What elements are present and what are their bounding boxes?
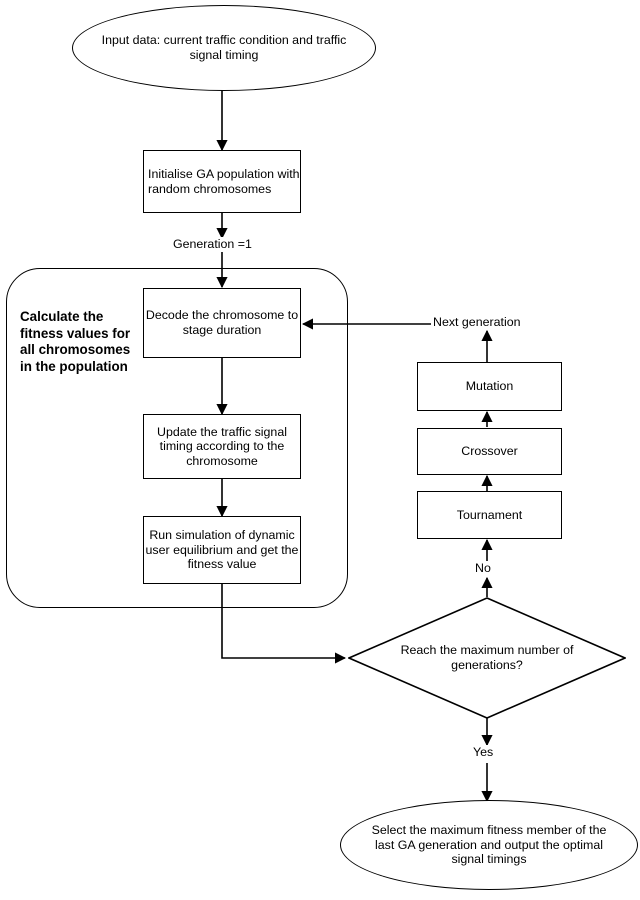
decision-yes-label: Yes xyxy=(471,745,496,759)
input-data-ellipse[interactable]: Input data: current traffic condition an… xyxy=(72,5,376,91)
generation-counter-label: Generation =1 xyxy=(171,237,254,251)
decision-diamond[interactable]: Reach the maximum number of generations? xyxy=(348,597,626,719)
decode-chromosome-box[interactable]: Decode the chromosome to stage duration xyxy=(143,288,301,358)
update-signal-timing-box[interactable]: Update the traffic signal timing accordi… xyxy=(143,414,301,479)
tournament-box[interactable]: Tournament xyxy=(417,491,562,539)
mutation-box[interactable]: Mutation xyxy=(417,362,562,411)
edge-simulation-to-decision xyxy=(221,584,347,664)
output-result-ellipse[interactable]: Select the maximum fitness member of the… xyxy=(340,800,638,890)
next-generation-label: Next generation xyxy=(431,315,523,329)
fitness-evaluation-group-label: Calculate the fitness values for all chr… xyxy=(20,309,131,374)
decision-no-label: No xyxy=(473,561,493,575)
initialise-population-box[interactable]: Initialise GA population with random chr… xyxy=(143,150,301,213)
run-simulation-box[interactable]: Run simulation of dynamic user equilibri… xyxy=(143,516,301,584)
crossover-box[interactable]: Crossover xyxy=(417,428,562,475)
fitness-evaluation-group xyxy=(6,268,348,608)
